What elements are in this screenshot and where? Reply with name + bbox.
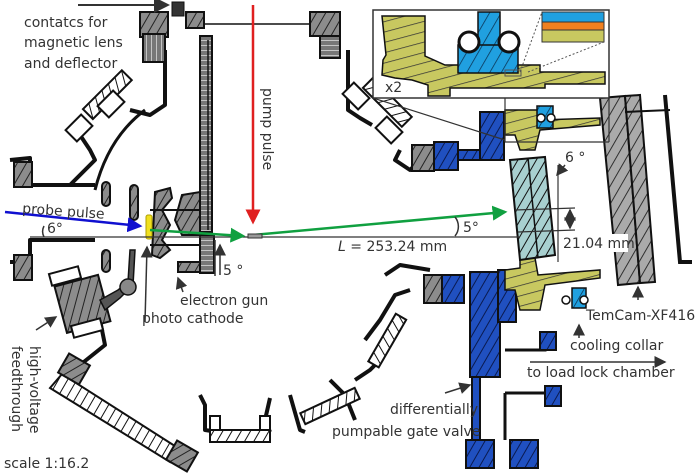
hv-arrow <box>35 316 58 331</box>
photo-cathode-arrow <box>140 245 153 323</box>
label-contacts-2: magnetic lens <box>24 35 123 51</box>
label-angle-probe: 6° <box>47 221 63 237</box>
label-camera: TemCam-XF416 <box>585 308 695 324</box>
label-angle-beam: 5° <box>463 220 479 236</box>
inset-magnified-collar: x2 <box>372 9 610 143</box>
label-scale: scale 1:16.2 <box>4 456 89 472</box>
electron-gun-assembly <box>129 184 215 274</box>
upper-left-flange <box>64 68 134 143</box>
electron-gun-arrow <box>175 276 188 293</box>
inset-zoom-label: x2 <box>385 80 402 96</box>
left-port-flanges <box>13 161 111 281</box>
label-cooling-collar: cooling collar <box>570 338 663 354</box>
photo-cathode <box>145 214 153 240</box>
label-load-lock: to load lock chamber <box>527 365 675 381</box>
lens-column <box>199 35 213 233</box>
contacts-flange <box>139 1 341 63</box>
spot-size-dimension <box>514 163 576 262</box>
gate-valve <box>423 269 562 469</box>
label-hv-1: high-voltage <box>26 346 42 434</box>
label-probe-pulse: probe pulse <box>22 201 105 223</box>
label-length-val: = 253.24 mm <box>346 239 447 255</box>
label-pump-pulse: pump pulse <box>259 88 275 170</box>
detector-assembly <box>504 93 692 311</box>
label-angle-gun: 5 ° <box>223 263 243 279</box>
hv-feedthrough <box>47 249 137 339</box>
label-angle-detector: 6 ° <box>565 150 585 166</box>
label-length-var: L <box>338 239 346 255</box>
label-electron-gun: electron gun <box>180 293 268 309</box>
bottom-left-flange <box>48 352 200 473</box>
label-contacts-1: contatcs for <box>24 15 108 31</box>
label-length: L = 253.24 mm <box>338 239 447 255</box>
label-gate-1: differentially <box>390 402 478 418</box>
label-hv-2: feedthrough <box>8 346 24 432</box>
label-gate-2: pumpable gate valve <box>332 424 480 440</box>
label-photo-cathode: photo cathode <box>142 311 244 327</box>
electron-beam-segment-1 <box>149 227 246 243</box>
label-contacts-3: and deflector <box>24 56 117 72</box>
gate-valve-arrow <box>444 382 472 394</box>
electron-beam-segment-2 <box>252 205 508 237</box>
label-spot-size: 21.04 mm <box>563 236 635 252</box>
sample <box>247 233 263 239</box>
bottom-flange <box>209 312 408 443</box>
angle-arc-beam <box>454 216 460 237</box>
angle-arc-probe <box>41 225 45 238</box>
probe-pulse-beam <box>4 210 143 233</box>
